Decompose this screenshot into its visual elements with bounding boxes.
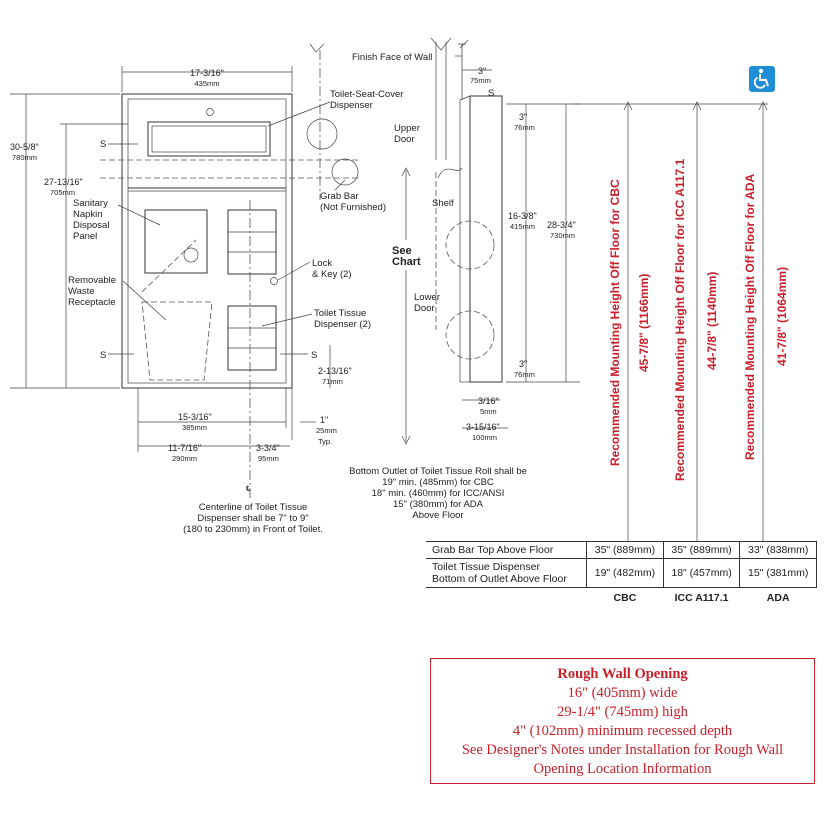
- dim-3-15-16-mm: 100mm: [472, 433, 497, 442]
- dim-3-3-4-mm: 95mm: [258, 454, 279, 463]
- table-row: Grab Bar Top Above Floor 35" (889mm) 35"…: [426, 541, 817, 559]
- rough-wall-line: 4" (102mm) minimum recessed depth: [512, 723, 733, 739]
- cbc-value: 19" (482mm): [586, 558, 664, 588]
- s-marker-bottom-left: S: [100, 350, 106, 361]
- dim-3-3-4: 3-3/4": [256, 443, 280, 453]
- dim-3-b: 3": [519, 359, 527, 369]
- column-ada: ADA: [766, 592, 790, 604]
- dim-2-13-16: 2-13/16": [318, 366, 352, 376]
- rough-wall-line: See Designer's Notes under Installation …: [461, 742, 784, 758]
- dim-3-top-mm: 75mm: [470, 76, 491, 85]
- cbc-mount-label: Recommended Mounting Height Off Floor fo…: [608, 179, 622, 466]
- width-dimension: 17-3/16": [190, 68, 224, 78]
- finish-face-label: Finish Face of Wall: [352, 52, 432, 63]
- dim-15-3-16: 15-3/16": [178, 412, 212, 422]
- dim-3-a: 3": [519, 112, 527, 122]
- shelf-label: Shelf: [432, 198, 454, 209]
- dim-15-3-16-mm: 385mm: [182, 423, 207, 432]
- mounting-height-table: Grab Bar Top Above Floor 35" (889mm) 35"…: [426, 541, 817, 606]
- dim-1-mm: 25mm: [316, 426, 337, 435]
- dim-11-7-16: 11-7/16": [168, 443, 201, 453]
- dim-3-a-mm: 76mm: [514, 123, 535, 132]
- table-column-headers: CBC ICC A117.1 ADA: [426, 588, 817, 607]
- s-marker-side: S: [488, 88, 494, 99]
- rough-wall-title: Rough Wall Opening: [557, 666, 688, 682]
- column-icc: ICC A117.1: [674, 592, 729, 604]
- outer-height-dimension: 30-5/8": [10, 142, 39, 152]
- dim-1-typ: Typ.: [318, 437, 332, 446]
- ada-value: 15" (381mm): [739, 558, 817, 588]
- ada-value: 33" (838mm): [739, 541, 817, 559]
- front-view: S S S 17-3/16" 435mm 30-5/8" 780mm 27-13…: [10, 43, 406, 535]
- icc-value: 18" (457mm): [662, 558, 741, 588]
- dim-2-13-16-mm: 71mm: [322, 377, 343, 386]
- dim-3-16-mm: 5mm: [480, 407, 497, 416]
- dim-11-7-16-mm: 290mm: [172, 454, 197, 463]
- cbc-value: 35" (889mm): [586, 541, 664, 559]
- ada-mount-label: Recommended Mounting Height Off Floor fo…: [743, 173, 757, 460]
- lock-key-label: Lock& Key (2): [312, 258, 352, 280]
- rough-wall-line: Opening Location Information: [533, 761, 712, 777]
- rough-wall-opening-box: Rough Wall Opening 16" (405mm) wide 29-1…: [430, 658, 815, 784]
- dim-28-3-4-mm: 730mm: [550, 231, 575, 240]
- dim-16-3-8-mm: 415mm: [510, 222, 535, 231]
- inner-height-dimension: 27-13/16": [44, 177, 83, 187]
- wheelchair-icon: [749, 66, 775, 92]
- table-row: Toilet Tissue Dispenser Bottom of Outlet…: [426, 558, 817, 588]
- icc-mount-value: 44-7/8" (1140mm): [705, 272, 719, 370]
- icc-mount-label: Recommended Mounting Height Off Floor fo…: [673, 158, 687, 481]
- centerline-symbol: ℄: [245, 484, 252, 493]
- dim-3-15-16: 3-15/16": [466, 422, 500, 432]
- column-cbc: CBC: [613, 592, 637, 604]
- dim-1: 1": [320, 415, 328, 425]
- ada-mount-value: 41-7/8" (1064mm): [775, 267, 789, 366]
- grab-bar-label: Grab Bar(Not Furnished): [320, 191, 386, 213]
- dim-28-3-4: 28-3/4": [547, 220, 576, 230]
- s-marker-top: S: [100, 139, 106, 150]
- dim-3-b-mm: 76mm: [514, 370, 535, 379]
- rough-wall-line: 16" (405mm) wide: [567, 685, 678, 701]
- row-label: Grab Bar Top Above Floor: [426, 541, 588, 559]
- width-dimension-mm: 435mm: [194, 79, 219, 88]
- rough-wall-line: 29-1/4" (745mm) high: [557, 704, 688, 720]
- dim-3-top: 3": [478, 66, 486, 76]
- row-label: Toilet Tissue Dispenser Bottom of Outlet…: [426, 558, 588, 588]
- icc-value: 35" (889mm): [662, 541, 741, 559]
- toilet-seat-cover-label: Toilet-Seat-Cover Dispenser: [330, 89, 406, 111]
- outer-height-dimension-mm: 780mm: [12, 153, 37, 162]
- dim-3-16: 3/16": [478, 396, 499, 406]
- inner-height-dimension-mm: 705mm: [50, 188, 75, 197]
- bottom-outlet-note: Bottom Outlet of Toilet Tissue Roll shal…: [349, 466, 527, 521]
- mounting-heights: Recommended Mounting Height Off Floor fo…: [574, 101, 789, 541]
- s-marker-bottom-right: S: [311, 350, 317, 361]
- dim-16-3-8: 16-3/8": [508, 211, 537, 221]
- cbc-mount-value: 45-7/8" (1166mm): [637, 274, 651, 372]
